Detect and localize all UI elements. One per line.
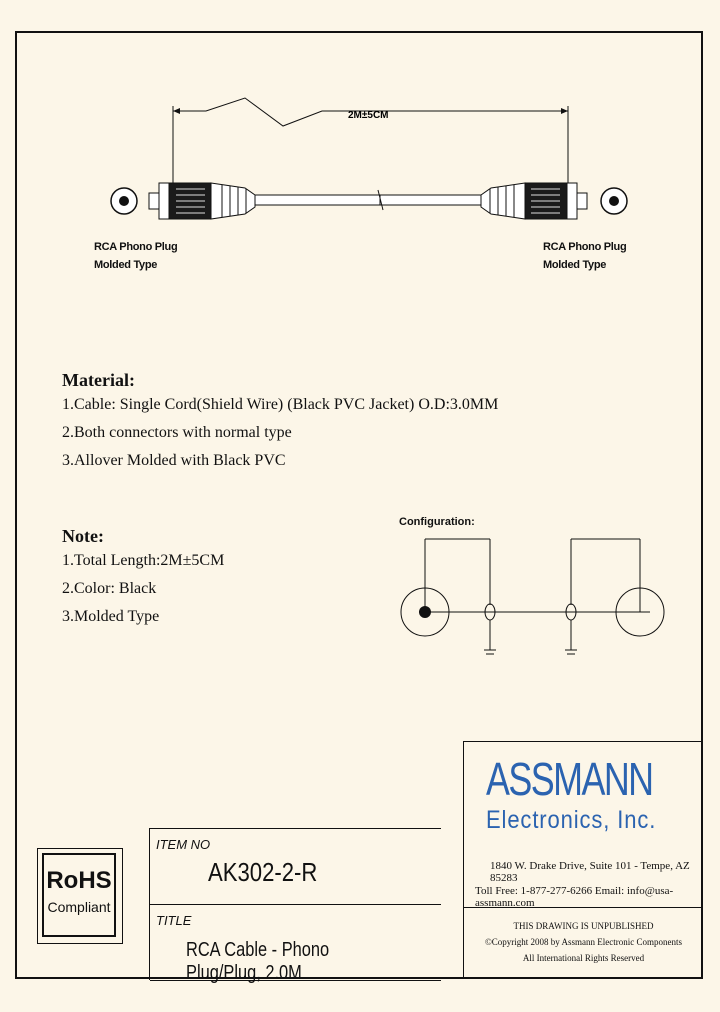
company-contact: Toll Free: 1-877-277-6266 Email: info@us… [475,885,674,909]
rohs-badge: RoHS Compliant [37,848,123,944]
material-line: 2.Both connectors with normal type [62,424,292,441]
dim-arrow-right [561,108,568,114]
configuration-title: Configuration: [399,516,475,528]
rohs-sub: Compliant [47,899,111,915]
title-row: TITLE RCA Cable - Phono Plug/Plug, 2.0M [150,905,441,984]
right-plug-icon [480,182,628,220]
note-line: 3.Molded Type [62,608,160,625]
title-value: RCA Cable - Phono Plug/Plug, 2.0M [186,939,330,984]
material-line: 3.Allover Molded with Black PVC [62,452,286,469]
note-section: Note: 1.Total Length:2M±5CM 2.Color: Bla… [62,526,224,631]
note-title: Note: [62,526,104,546]
legal-line: All International Rights Reserved [522,953,645,963]
left-plug-icon [110,182,256,220]
title-label: TITLE [156,913,192,928]
length-dimension: 2M±5CM [348,110,389,121]
left-plug-label: RCA Phono Plug Molded Type [94,241,178,271]
drawing-frame [15,31,703,979]
cable-segment [254,189,489,211]
note-line: 1.Total Length:2M±5CM [62,552,225,569]
legal-line: THIS DRAWING IS UNPUBLISHED [513,921,654,931]
material-title: Material: [62,370,135,390]
item-no-row: ITEM NO AK302-2-R [150,829,441,905]
item-no-label: ITEM NO [156,837,211,852]
configuration-schematic [400,538,665,655]
rohs-title: RoHS [46,867,112,894]
material-section: Material: 1.Cable: Single Cord(Shield Wi… [62,370,498,475]
legal-block: THIS DRAWING IS UNPUBLISHED ©Copyright 2… [463,907,703,979]
dimension-lines [172,97,569,183]
right-plug-label: RCA Phono Plug Molded Type [543,241,627,271]
material-line: 1.Cable: Single Cord(Shield Wire) (Black… [62,396,499,413]
company-address: 1840 W. Drake Drive, Suite 101 - Tempe, … [490,860,690,884]
cable-drawing: 2M±5CM [110,97,628,220]
dim-arrow-left [173,108,180,114]
company-logo: ASSMANN [486,753,654,805]
company-subtitle: Electronics, Inc. [486,806,657,834]
legal-line: ©Copyright 2008 by Assmann Electronic Co… [484,937,683,947]
item-no-value: AK302-2-R [208,857,318,887]
title-block: ITEM NO AK302-2-R TITLE RCA Cable - Phon… [149,828,441,984]
company-block: ASSMANN Electronics, Inc. 1840 W. Drake … [463,741,703,909]
note-line: 2.Color: Black [62,580,157,597]
